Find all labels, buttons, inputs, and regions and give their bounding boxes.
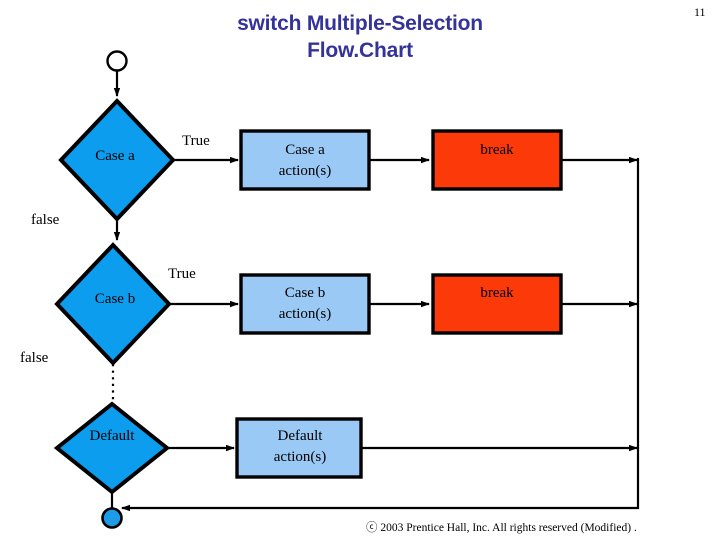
action-label-case-a: Case a action(s) (242, 140, 368, 182)
edge-label-true-case-a: True (182, 133, 210, 149)
end-node-inner-dot (108, 514, 116, 522)
break-label-case-b: break (480, 285, 514, 301)
edge-label-false-case-a: false (31, 212, 60, 228)
decision-label-case-a: Case a (95, 148, 135, 164)
decision-default (53, 401, 171, 495)
page-title-line-1: switch Multiple-Selection (237, 12, 483, 35)
decision-label-case-b: Case b (94, 291, 136, 307)
page-number: 11 (694, 5, 706, 19)
page-title-line-2: Flow.Chart (307, 39, 413, 62)
action-label-case-b: Case b action(s) (242, 283, 368, 325)
action-label-case-a-line-1: Case a (285, 142, 325, 158)
break-label-case-a: break (480, 142, 514, 158)
edge-label-true-case-b: True (168, 266, 196, 282)
action-box-case-b (239, 273, 371, 335)
edge-label-false-case-b: false (20, 350, 49, 366)
action-label-case-b-line-2: action(s) (278, 306, 332, 322)
action-label-default: Default action(s) (238, 426, 362, 468)
action-label-case-a-line-2: action(s) (278, 163, 332, 179)
copyright-footer: ⓒ 2003 Prentice Hall, Inc. All rights re… (366, 522, 637, 534)
edge-return-rail (121, 158, 640, 512)
action-label-default-line-2: action(s) (273, 449, 327, 465)
start-node-circle (106, 50, 128, 72)
decision-case-b (54, 242, 172, 366)
action-label-default-line-1: Default (277, 428, 323, 444)
decision-label-default: Default (89, 428, 135, 444)
page-title: switch Multiple-Selection Flow.Chart (150, 10, 570, 64)
action-label-case-b-line-1: Case b (284, 285, 326, 301)
break-box-case-b (431, 273, 563, 335)
